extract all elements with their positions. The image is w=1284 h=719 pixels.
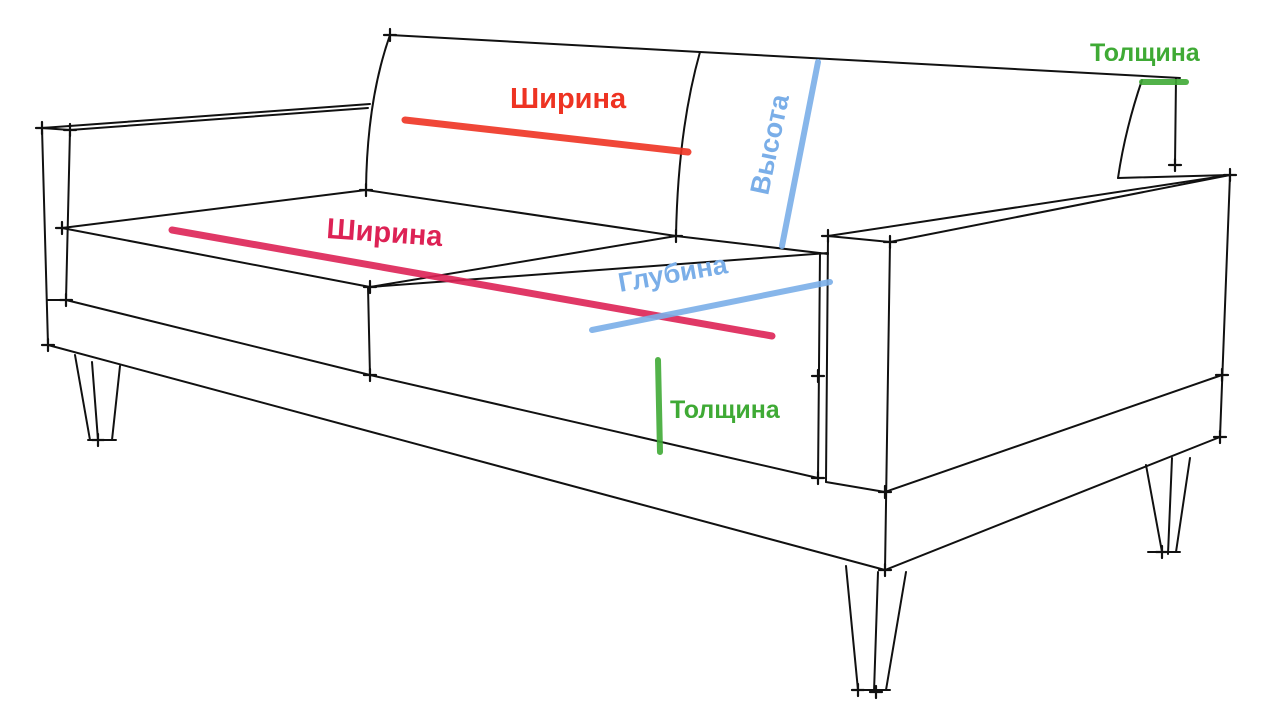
- right-arm-top-back: [827, 174, 1231, 237]
- vertex-ticks: [34, 27, 1238, 700]
- seat-bottom-right: [369, 374, 819, 479]
- seat-bottom-left: [65, 299, 371, 376]
- tick: [668, 228, 684, 244]
- base-bottom-front: [47, 344, 886, 571]
- seat-thickness-marker: [655, 357, 663, 455]
- backrest-left-edge: [365, 34, 391, 191]
- tick: [58, 292, 74, 308]
- tick: [62, 122, 78, 138]
- tick: [1222, 167, 1238, 183]
- seat-width-marker: [168, 226, 776, 340]
- tick: [868, 684, 884, 700]
- backrest-right-edge: [1117, 79, 1143, 179]
- tick: [382, 27, 398, 43]
- tick: [1154, 544, 1170, 560]
- seat-divider: [369, 235, 677, 288]
- seat-width-label: Ширина: [326, 213, 445, 253]
- backrest-divider: [675, 51, 701, 237]
- right-arm-inner-bottom: [825, 481, 886, 493]
- dimension-labels: Ширина Ширина Высота Глубина Толщина Тол…: [326, 39, 1201, 424]
- backrest-left-top: [389, 34, 701, 53]
- seat-front-divider: [367, 286, 371, 377]
- back-width-label: Ширина: [510, 83, 627, 115]
- back-thickness-label: Толщина: [1090, 39, 1201, 67]
- tick: [877, 562, 893, 578]
- sofa-outline: [41, 34, 1231, 693]
- back-height-label: Высота: [745, 91, 796, 198]
- seat-front-right: [369, 252, 829, 288]
- backrest-right-back: [1174, 77, 1177, 166]
- tick: [90, 432, 106, 448]
- seat-back-right: [675, 235, 829, 255]
- tick: [810, 470, 826, 486]
- tick: [1167, 157, 1183, 173]
- right-arm-top-end: [1117, 174, 1231, 179]
- right-arm-top-front-inner: [827, 235, 891, 243]
- right-arm-bottom: [884, 374, 1223, 493]
- back-width-marker: [401, 116, 692, 156]
- tick: [810, 368, 826, 384]
- left-arm-front-outer: [41, 127, 49, 346]
- leg-front-right: [845, 565, 907, 693]
- backrest-right-top: [699, 51, 1181, 79]
- right-arm-inner-front: [825, 235, 829, 483]
- dimension-markers: [168, 59, 1189, 455]
- left-arm-front-inner: [65, 129, 71, 301]
- tick: [40, 337, 56, 353]
- tick: [54, 220, 70, 236]
- tick: [362, 367, 378, 383]
- tick: [820, 228, 836, 244]
- tick: [1212, 429, 1228, 445]
- leg-front-left: [74, 354, 121, 441]
- tick: [882, 234, 898, 250]
- tick: [877, 484, 893, 500]
- seat-depth-marker: [589, 279, 833, 333]
- seat-thickness-label: Толщина: [670, 396, 781, 424]
- tick: [362, 279, 378, 295]
- leg-back-right: [1145, 457, 1191, 555]
- left-arm-top-inner: [69, 107, 369, 131]
- seat-back-seam: [365, 189, 677, 237]
- tick: [850, 682, 866, 698]
- right-arm-top-front: [889, 174, 1231, 243]
- seat-front-left: [61, 227, 371, 288]
- tick: [1214, 367, 1230, 383]
- seat-depth-label: Глубина: [616, 249, 731, 298]
- tick: [34, 120, 50, 136]
- back-height-marker: [779, 59, 821, 249]
- right-arm-back-edge: [1219, 174, 1231, 438]
- right-arm-front-edge: [884, 241, 891, 571]
- seat-back-left: [61, 189, 367, 229]
- base-bottom-side: [884, 436, 1221, 571]
- left-arm-top-back: [41, 103, 371, 129]
- seat-right-edge: [817, 252, 821, 481]
- tick: [358, 182, 374, 198]
